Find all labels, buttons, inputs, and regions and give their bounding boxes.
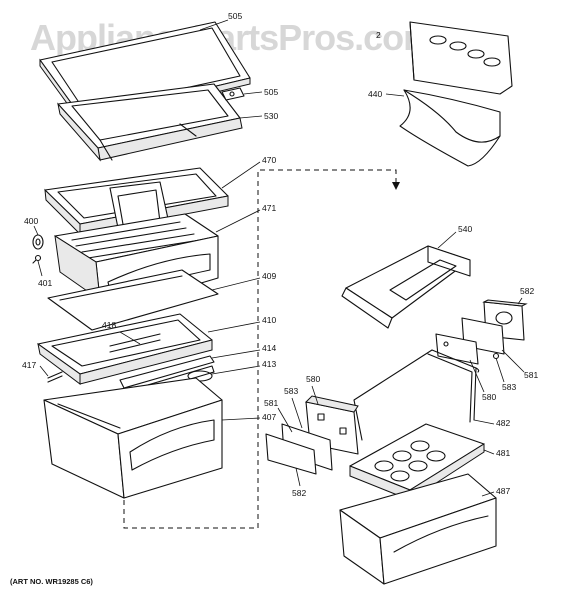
label-414: 414 — [262, 343, 276, 353]
label-583-center: 583 — [284, 386, 298, 396]
callout-407: 407 — [221, 412, 276, 422]
callout-482: 482 — [473, 418, 510, 428]
label-505-clip: 505 — [264, 87, 278, 97]
callout-401: 401 — [37, 260, 52, 288]
label-471: 471 — [262, 203, 276, 213]
part-crisper-drawer-407 — [43, 377, 223, 499]
label-481: 481 — [496, 448, 510, 458]
part-screw-401 — [32, 254, 42, 264]
callout-471: 471 — [215, 203, 276, 233]
callout-530: 530 — [239, 111, 278, 121]
label-417: 417 — [22, 360, 36, 370]
part-wire-482 — [353, 349, 480, 441]
callout-582-right: 582 — [517, 286, 534, 305]
callout-505-clip: 505 — [243, 87, 278, 97]
art-number: (ART NO. WR19285 C6) — [10, 577, 93, 586]
callout-580-center: 580 — [306, 374, 320, 405]
callout-418: 418 — [102, 320, 141, 345]
dashed-guide-line — [123, 169, 397, 529]
part-bin-cover-440 — [399, 89, 501, 167]
label-581-center: 581 — [264, 398, 278, 408]
part-screw-583 — [492, 352, 500, 360]
label-505-top: 505 — [228, 11, 242, 21]
label-413: 413 — [262, 359, 276, 369]
callout-583-right: 583 — [495, 357, 516, 392]
label-407: 407 — [262, 412, 276, 422]
label-2: 2 — [376, 30, 381, 40]
label-418: 418 — [102, 320, 116, 330]
part-bracket-582b — [265, 433, 317, 475]
part-rod-417 — [47, 371, 63, 383]
label-582-center: 582 — [292, 488, 306, 498]
part-knob-400 — [32, 234, 44, 250]
callout-583-center: 583 — [284, 386, 303, 429]
callout-580-right: 580 — [469, 359, 496, 402]
label-580-center: 580 — [306, 374, 320, 384]
label-440: 440 — [368, 89, 382, 99]
callout-409: 409 — [211, 271, 276, 291]
callout-481: 481 — [483, 448, 510, 458]
label-582-right: 582 — [520, 286, 534, 296]
label-530: 530 — [264, 111, 278, 121]
label-487: 487 — [496, 486, 510, 496]
callout-400: 400 — [24, 216, 38, 236]
label-470: 470 — [262, 155, 276, 165]
part-clip-505 — [221, 87, 245, 101]
callout-417: 417 — [22, 360, 49, 377]
label-580-right: 580 — [482, 392, 496, 402]
part-shelf-frame-530 — [57, 83, 243, 162]
guide-arrow-icon — [392, 182, 400, 190]
callout-582-center: 582 — [292, 467, 306, 498]
part-pan-cover-frame-410 — [37, 313, 213, 385]
callout-540: 540 — [437, 224, 472, 249]
part-drawer-487 — [339, 473, 497, 585]
label-482: 482 — [496, 418, 510, 428]
callout-581-right: 581 — [501, 349, 538, 380]
callout-2: 2 — [376, 30, 381, 40]
label-400: 400 — [24, 216, 38, 226]
label-581-right: 581 — [524, 370, 538, 380]
callout-470: 470 — [221, 155, 276, 189]
label-409: 409 — [262, 271, 276, 281]
label-401: 401 — [38, 278, 52, 288]
part-cover-glass-409 — [47, 269, 219, 331]
part-egg-bin — [409, 21, 513, 95]
callout-581-center: 581 — [264, 398, 293, 433]
callout-410: 410 — [207, 315, 276, 333]
callout-505-top: 505 — [199, 11, 242, 31]
label-540: 540 — [458, 224, 472, 234]
callout-487: 487 — [481, 486, 510, 497]
label-583-right: 583 — [502, 382, 516, 392]
part-snack-tray-540 — [341, 245, 471, 329]
label-410: 410 — [262, 315, 276, 325]
callout-413: 413 — [211, 359, 276, 375]
callout-440: 440 — [368, 89, 405, 99]
callout-414: 414 — [211, 343, 276, 359]
